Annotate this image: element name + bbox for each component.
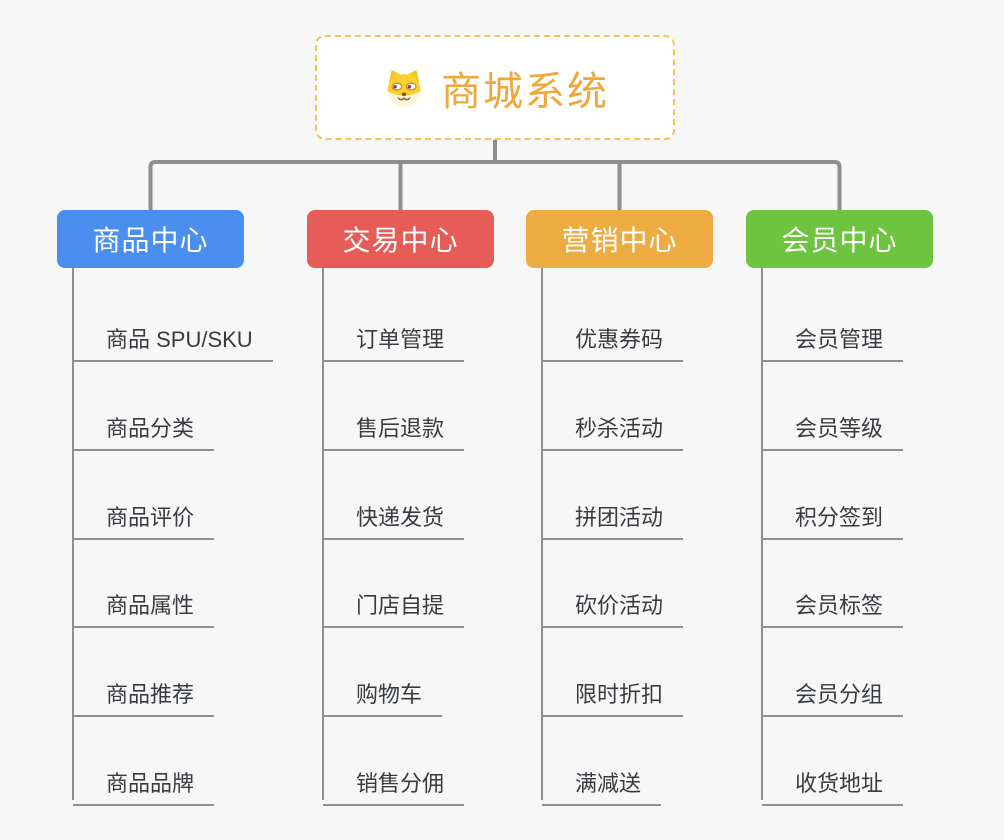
child-node[interactable]: 销售分佣: [323, 758, 465, 806]
branch-connector-line: [322, 268, 324, 800]
branch-connector-line: [72, 268, 74, 800]
child-node[interactable]: 商品分类: [73, 403, 215, 451]
child-node[interactable]: 门店自提: [323, 580, 465, 629]
child-node[interactable]: 积分签到: [762, 492, 904, 540]
child-node[interactable]: 快递发货: [323, 492, 465, 540]
branch-connector-line: [541, 268, 543, 800]
child-node[interactable]: 订单管理: [323, 314, 465, 362]
branch-header[interactable]: 交易中心: [307, 210, 494, 268]
child-node[interactable]: 秒杀活动: [542, 403, 684, 451]
branch-2: 交易中心 订单管理售后退款快递发货门店自提购物车销售分佣: [307, 210, 567, 820]
root-node[interactable]: 商城系统: [315, 35, 675, 140]
child-node[interactable]: 会员标签: [762, 580, 904, 629]
branch-header-label: 营销中心: [561, 225, 678, 256]
child-node[interactable]: 会员管理: [762, 314, 904, 362]
branch-header-label: 交易中心: [342, 225, 459, 256]
branch-header[interactable]: 会员中心: [746, 210, 933, 268]
branch-header[interactable]: 商品中心: [57, 210, 244, 268]
branch-4: 会员中心 会员管理会员等级积分签到会员标签会员分组收货地址: [746, 210, 1004, 820]
branch-header-label: 会员中心: [781, 225, 898, 256]
branch-header[interactable]: 营销中心: [526, 210, 713, 268]
child-node[interactable]: 商品属性: [73, 580, 215, 629]
branch-3: 营销中心 优惠券码秒杀活动拼团活动砍价活动限时折扣满减送: [526, 210, 786, 820]
branch-header-label: 商品中心: [92, 225, 209, 256]
child-node[interactable]: 限时折扣: [542, 669, 684, 718]
child-node[interactable]: 砍价活动: [542, 580, 684, 629]
shiba-dog-icon: [387, 69, 421, 108]
branch-1: 商品中心 商品 SPU/SKU 商品分类商品评价商品属性商品推荐商品品牌: [57, 210, 317, 820]
child-node[interactable]: 拼团活动: [542, 492, 684, 540]
child-node[interactable]: 售后退款: [323, 403, 465, 451]
child-node[interactable]: 商品 SPU/SKU: [73, 314, 273, 362]
child-node[interactable]: 商品品牌: [73, 758, 215, 806]
child-node[interactable]: 满减送: [542, 758, 662, 806]
child-node[interactable]: 优惠券码: [542, 314, 684, 362]
root-node-title: 商城系统: [441, 69, 609, 114]
child-node[interactable]: 会员等级: [762, 403, 904, 451]
child-node[interactable]: 商品评价: [73, 492, 215, 540]
child-node[interactable]: 收货地址: [762, 758, 904, 806]
branch-connector-line: [761, 268, 763, 800]
child-node[interactable]: 购物车: [323, 669, 443, 718]
child-node[interactable]: 会员分组: [762, 669, 904, 718]
child-node[interactable]: 商品推荐: [73, 669, 215, 718]
